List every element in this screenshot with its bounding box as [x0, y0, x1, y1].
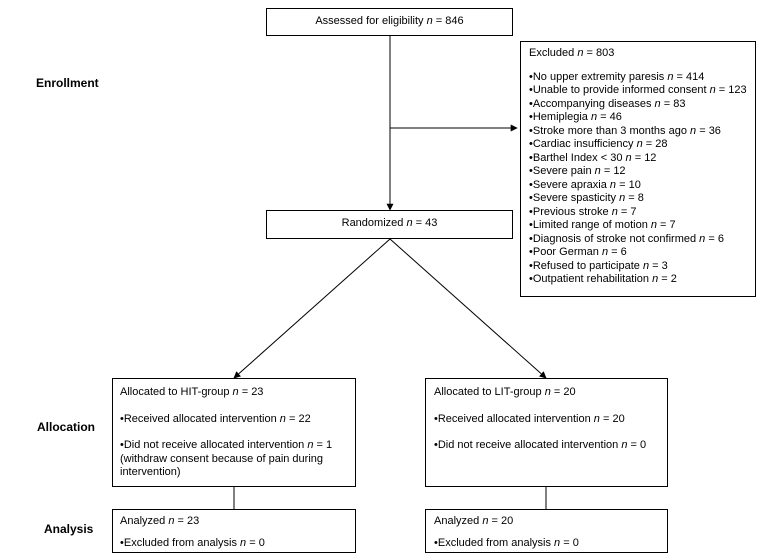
lit-not-received-n: 0 — [639, 439, 647, 451]
excluded-reason-n: 10 — [628, 178, 641, 191]
excluded-reason-label: Hemiplegia — [532, 111, 588, 123]
excluded-box: Excluded n = 803 •No upper extremity par… — [520, 41, 756, 297]
excluded-reason-item: •Hemiplegia n = 46 — [529, 111, 622, 123]
hit-allocated-n: 23 — [251, 386, 264, 398]
lit-received-label: Received allocated intervention — [437, 412, 591, 425]
lit-excluded-n: 0 — [572, 536, 579, 549]
excluded-reason-n: 414 — [686, 70, 705, 83]
excluded-label: Excluded — [529, 47, 575, 59]
excluded-reason-label: Refused to participate — [532, 259, 640, 272]
hit-excluded-label: Excluded from analysis — [123, 536, 237, 549]
assessed-box: Assessed for eligibility n = 846 — [266, 8, 513, 36]
excluded-reason-label: Barthel Index < 30 — [532, 151, 623, 164]
lit-allocation-box: Allocated to LIT-group n = 20 •Received … — [425, 378, 668, 487]
lit-analyzed-label: Analyzed — [434, 515, 480, 527]
excluded-reason-label: Diagnosis of stroke not confirmed — [532, 232, 697, 245]
excluded-reason-n: 46 — [609, 111, 622, 123]
arrow-randomized-to-hit — [233, 238, 391, 379]
excluded-reason-item: •Barthel Index < 30 n = 12 — [529, 151, 657, 164]
excluded-reason-item: •Severe pain n = 12 — [529, 165, 626, 177]
excluded-reason-label: Previous stroke — [532, 205, 609, 218]
hit-received-label: Received allocated intervention — [123, 412, 277, 425]
excluded-reasons-list: •No upper extremity paresis n = 414•Unab… — [529, 71, 755, 287]
section-analysis: Analysis — [44, 522, 94, 536]
excluded-reason-item: •Outpatient rehabilitation n = 2 — [529, 273, 677, 285]
excluded-reason-label: No upper extremity paresis — [532, 70, 665, 83]
section-enrollment: Enrollment — [36, 76, 99, 90]
section-allocation: Allocation — [37, 420, 96, 434]
hit-not-received-n: 1 — [325, 439, 333, 451]
excluded-reason-label: Poor German — [532, 246, 599, 258]
excluded-reason-n: 8 — [637, 192, 644, 204]
hit-note-line-2: intervention) — [120, 466, 181, 478]
lit-analysis-box: Analyzed n = 20 •Excluded from analysis … — [425, 509, 668, 553]
hit-allocation-box: Allocated to HIT-group n = 23 •Received … — [112, 378, 356, 487]
lit-allocated-n: 20 — [563, 386, 576, 398]
assessed-n: 846 — [445, 15, 464, 27]
randomized-n: 43 — [425, 217, 438, 229]
excluded-reason-item: •Diagnosis of stroke not confirmed n = 6 — [529, 232, 724, 245]
arrow-randomized-to-lit — [389, 238, 547, 379]
n-symbol: n — [426, 15, 433, 27]
lit-analyzed-n: 20 — [501, 515, 514, 527]
excluded-reason-label: Severe spasticity — [532, 192, 617, 204]
excluded-reason-n: 6 — [620, 246, 627, 258]
hit-received-n: 22 — [298, 412, 311, 425]
excluded-reason-label: Severe apraxia — [532, 178, 607, 191]
excluded-reason-n: 3 — [661, 259, 668, 272]
excluded-reason-item: •Stroke more than 3 months ago n = 36 — [529, 124, 721, 137]
excluded-reason-n: 2 — [670, 273, 677, 285]
excluded-reason-label: Limited range of motion — [532, 219, 648, 231]
excluded-reason-item: •Refused to participate n = 3 — [529, 259, 668, 272]
excluded-reason-label: Accompanying diseases — [532, 97, 652, 110]
excluded-reason-n: 12 — [613, 165, 626, 177]
hit-analyzed-n: 23 — [187, 515, 200, 527]
excluded-reason-n: 28 — [655, 138, 668, 150]
hit-excluded-n: 0 — [258, 536, 265, 549]
excluded-reason-n: 6 — [717, 232, 724, 245]
excluded-reason-label: Unable to provide informed consent — [532, 84, 707, 96]
lit-not-received-label: Did not receive allocated intervention — [437, 439, 619, 451]
excluded-reason-label: Cardiac insufficiency — [532, 138, 634, 150]
excluded-reason-n: 123 — [728, 84, 747, 96]
excluded-reason-item: •Previous stroke n = 7 — [529, 205, 637, 218]
excluded-reason-item: •Cardiac insufficiency n = 28 — [529, 138, 668, 150]
hit-allocated-label: Allocated to HIT-group — [120, 386, 230, 398]
excluded-reason-item: •Unable to provide informed consent n = … — [529, 84, 747, 96]
excluded-reason-item: •Severe apraxia n = 10 — [529, 178, 641, 191]
lit-excluded-label: Excluded from analysis — [437, 536, 551, 549]
randomized-label: Randomized — [341, 217, 404, 229]
hit-note-line-1: (withdraw consent because of pain during — [120, 452, 324, 465]
lit-allocated-label: Allocated to LIT-group — [434, 386, 542, 398]
lit-received-n: 20 — [612, 412, 625, 425]
excluded-reason-item: •Poor German n = 6 — [529, 246, 627, 258]
hit-analyzed-label: Analyzed — [120, 515, 166, 527]
excluded-reason-label: Severe pain — [532, 165, 592, 177]
excluded-reason-item: •Limited range of motion n = 7 — [529, 219, 676, 231]
excluded-n: 803 — [596, 47, 615, 59]
randomized-box: Randomized n = 43 — [266, 210, 513, 239]
hit-not-received-label: Did not receive allocated intervention — [123, 439, 305, 451]
excluded-reason-n: 12 — [644, 151, 657, 164]
excluded-reason-n: 83 — [673, 97, 686, 110]
excluded-reason-item: •Severe spasticity n = 8 — [529, 192, 644, 204]
excluded-reason-label: Outpatient rehabilitation — [532, 273, 650, 285]
excluded-reason-n: 7 — [669, 219, 676, 231]
excluded-reason-label: Stroke more than 3 months ago — [532, 124, 687, 137]
excluded-reason-n: 7 — [630, 205, 637, 218]
excluded-reason-item: •No upper extremity paresis n = 414 — [529, 70, 705, 83]
assessed-label: Assessed for eligibility — [315, 15, 424, 27]
excluded-reason-item: •Accompanying diseases n = 83 — [529, 97, 686, 110]
hit-analysis-box: Analyzed n = 23 •Excluded from analysis … — [112, 509, 356, 553]
excluded-reason-n: 36 — [708, 124, 721, 137]
